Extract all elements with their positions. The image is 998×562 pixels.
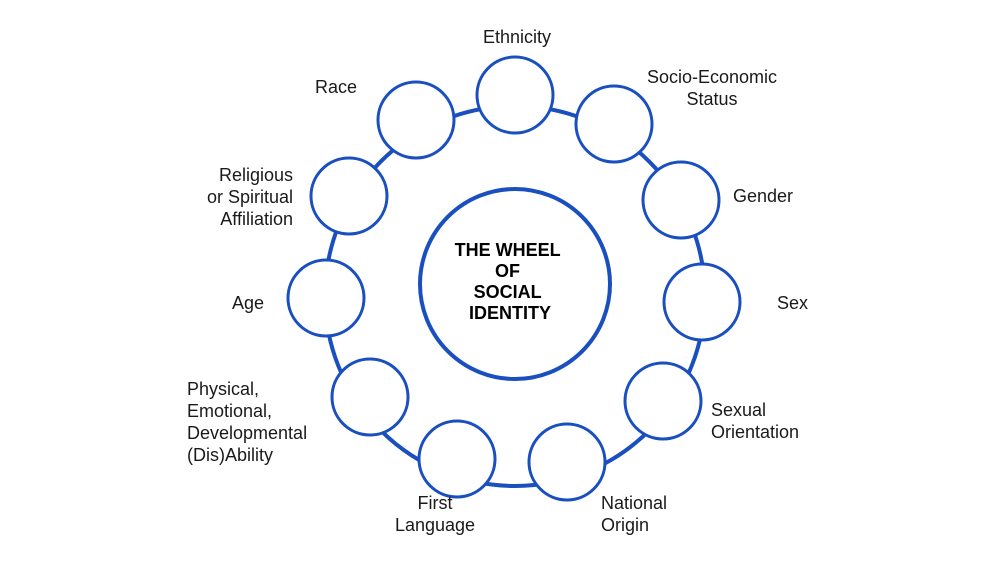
node-label: Age	[232, 293, 264, 313]
node-label-line: Orientation	[711, 422, 799, 442]
node-label: Ethnicity	[483, 27, 551, 47]
node-label-line: Origin	[601, 515, 649, 535]
node-circle	[309, 156, 389, 236]
node-label-line: Gender	[733, 186, 793, 206]
node-circle	[662, 262, 742, 342]
node-label-line: (Dis)Ability	[187, 445, 273, 465]
node-label-line: Affiliation	[220, 209, 293, 229]
center-title-line: SOCIAL	[474, 282, 542, 302]
node-label: Race	[315, 77, 357, 97]
node-circle	[286, 258, 366, 338]
node-label-line: or Spiritual	[207, 187, 293, 207]
node-circle	[641, 160, 721, 240]
node-circle	[475, 55, 555, 135]
node-label-line: Language	[395, 515, 475, 535]
identity-node-sex: Sex	[662, 262, 808, 342]
node-circle	[376, 80, 456, 160]
node-circle	[527, 422, 607, 502]
node-label: Physical,Emotional,Developmental(Dis)Abi…	[187, 379, 307, 465]
center-title-line: THE WHEEL	[455, 240, 561, 260]
node-circle	[623, 361, 703, 441]
center-circle	[418, 187, 612, 381]
node-label-line: Emotional,	[187, 401, 272, 421]
node-label-line: Socio-Economic	[647, 67, 777, 87]
node-label: Gender	[733, 186, 793, 206]
node-label-line: Age	[232, 293, 264, 313]
identity-node-ethnicity: Ethnicity	[475, 27, 555, 135]
node-circle	[417, 419, 497, 499]
identity-node-ability: Physical,Emotional,Developmental(Dis)Abi…	[187, 357, 410, 465]
node-label-line: Sexual	[711, 400, 766, 420]
node-label-line: Status	[686, 89, 737, 109]
center-title: THE WHEEL OF SOCIAL IDENTITY	[455, 240, 566, 323]
node-label-line: Race	[315, 77, 357, 97]
identity-node-gender: Gender	[641, 160, 793, 240]
identity-node-race: Race	[315, 77, 456, 160]
node-label-line: Religious	[219, 165, 293, 185]
center-title-line: IDENTITY	[469, 303, 551, 323]
node-label-line: Physical,	[187, 379, 259, 399]
node-label-line: Ethnicity	[483, 27, 551, 47]
center-title-line: OF	[495, 261, 520, 281]
node-label: Sex	[777, 293, 808, 313]
node-label-line: National	[601, 493, 667, 513]
node-label-line: Sex	[777, 293, 808, 313]
node-circle	[330, 357, 410, 437]
node-circle	[574, 84, 654, 164]
identity-node-age: Age	[232, 258, 366, 338]
node-label-line: First	[418, 493, 453, 513]
node-label-line: Developmental	[187, 423, 307, 443]
